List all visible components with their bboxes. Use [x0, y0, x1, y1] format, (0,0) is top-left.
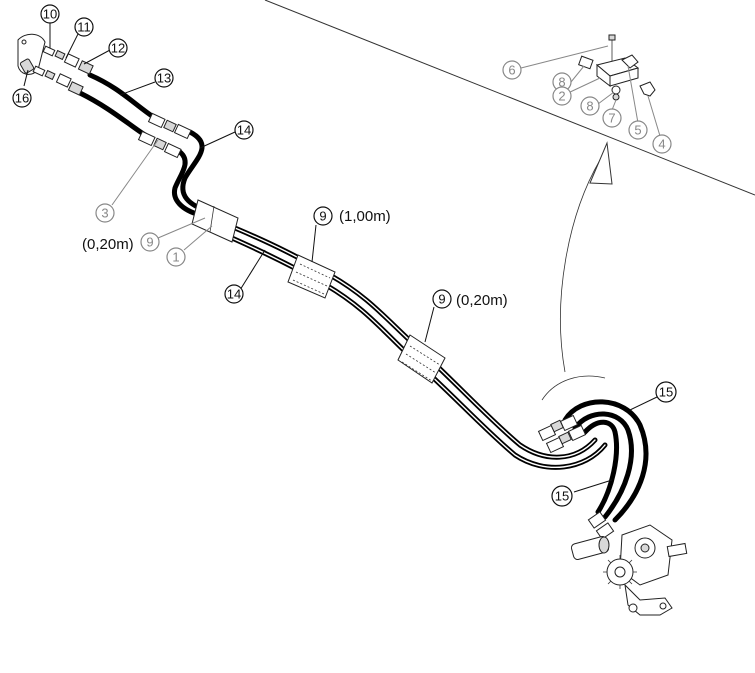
svg-text:14: 14 — [227, 287, 241, 302]
svg-text:6: 6 — [508, 63, 515, 78]
sleeve-mid — [287, 254, 336, 299]
callout-8-lower: 8 — [580, 96, 600, 116]
callout-10: 10 — [40, 4, 60, 24]
callout-5: 5 — [628, 120, 648, 140]
fittings-loop-manifold — [537, 414, 587, 454]
svg-text:15: 15 — [555, 489, 569, 504]
callout-14-upper: 14 — [234, 120, 254, 140]
callout-4: 4 — [652, 134, 672, 154]
callout-2: 2 — [552, 86, 572, 106]
hose-15-loop-outer — [562, 399, 649, 523]
hose-13-upper — [87, 72, 158, 121]
callout-1: 1 — [166, 247, 186, 267]
detail-arrow-curve — [560, 159, 601, 373]
svg-text:7: 7 — [608, 111, 615, 126]
detail-arrow-base-arc — [541, 375, 606, 401]
svg-text:4: 4 — [658, 137, 665, 152]
leader-lines — [23, 22, 661, 493]
callout-11: 11 — [74, 17, 94, 37]
hose-13-lower — [77, 90, 148, 138]
svg-text:9: 9 — [146, 235, 153, 250]
svg-text:13: 13 — [157, 71, 171, 86]
hose-s-curve-a — [180, 129, 213, 215]
fittings-upper-left — [17, 33, 94, 96]
callout-16: 16 — [12, 88, 32, 108]
length-note-mid: (1,00m) — [339, 208, 391, 225]
svg-text:8: 8 — [586, 99, 593, 114]
callout-15-upper: 15 — [655, 381, 677, 403]
callout-13: 13 — [154, 68, 174, 88]
fittings-mid — [137, 112, 192, 159]
sleeve-right — [397, 334, 446, 384]
svg-text:9: 9 — [319, 209, 326, 224]
detail-arrow-head — [589, 141, 613, 185]
callout-15-lower: 15 — [551, 485, 573, 507]
detail-boundary-line — [264, 0, 755, 196]
callout-7: 7 — [602, 108, 622, 128]
callout-9-right: 9 — [432, 289, 452, 309]
callout-9-mid: 9 — [313, 206, 333, 226]
svg-text:8: 8 — [558, 75, 565, 90]
drive-unit — [570, 511, 688, 616]
hose-15-loop-mid — [572, 411, 634, 520]
hose-s-curve-b — [171, 149, 203, 218]
svg-text:3: 3 — [101, 206, 108, 221]
svg-text:9: 9 — [438, 292, 445, 307]
svg-text:1: 1 — [172, 250, 179, 265]
svg-text:15: 15 — [659, 385, 673, 400]
svg-text:11: 11 — [77, 20, 91, 35]
callout-6: 6 — [502, 60, 522, 80]
svg-text:5: 5 — [634, 123, 641, 138]
svg-text:10: 10 — [43, 7, 57, 22]
length-note-left: (0,20m) — [82, 236, 134, 253]
hose-15-loop-inner — [582, 419, 619, 515]
length-note-right: (0,20m) — [456, 292, 508, 309]
svg-text:12: 12 — [111, 41, 125, 56]
detail-valve-parts — [578, 34, 656, 101]
callout-12: 12 — [108, 38, 128, 58]
callout-9-left: 9 — [140, 232, 160, 252]
svg-text:14: 14 — [237, 123, 251, 138]
svg-text:16: 16 — [15, 91, 29, 106]
callout-3: 3 — [95, 203, 115, 223]
svg-text:2: 2 — [558, 89, 565, 104]
callout-14-lower: 14 — [224, 284, 244, 304]
